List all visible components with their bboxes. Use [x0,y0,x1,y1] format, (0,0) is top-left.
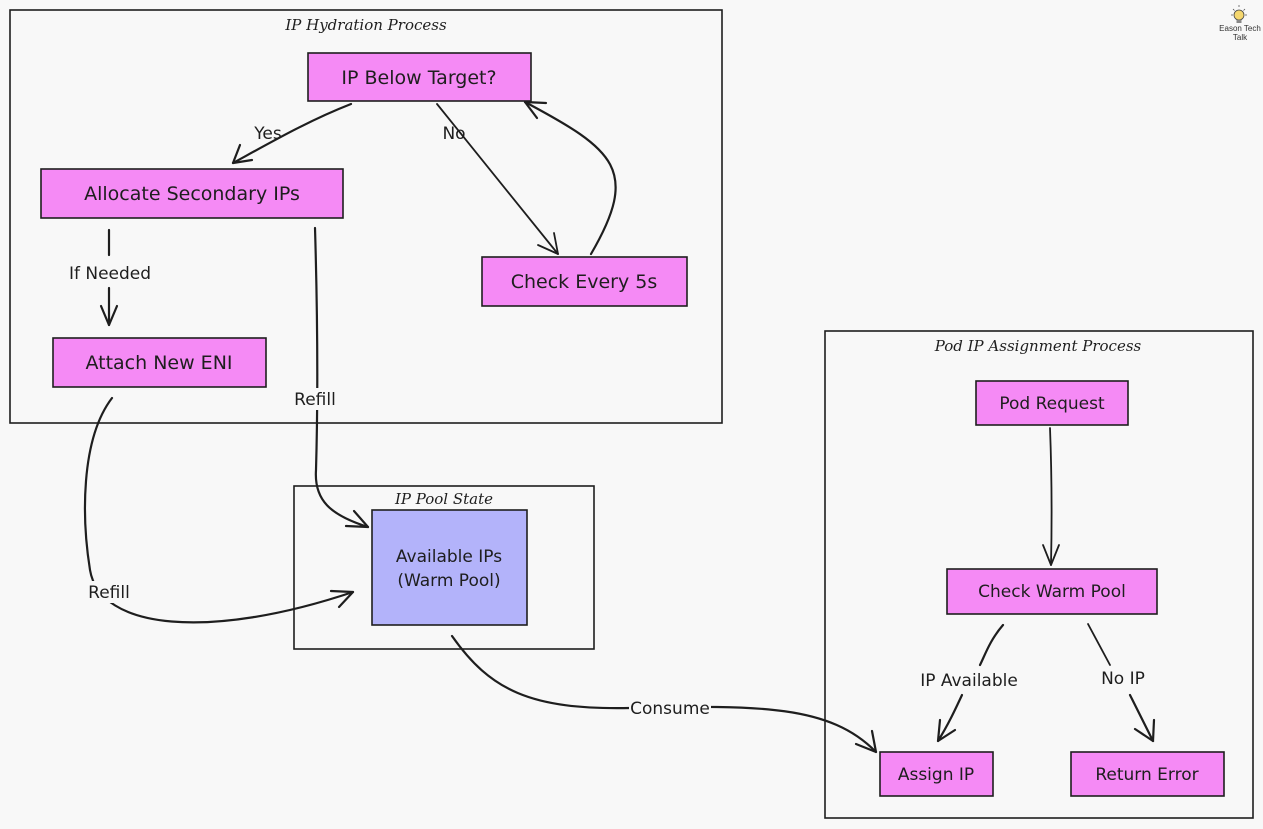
node-return-error[interactable]: Return Error [1070,751,1225,797]
node-check-every[interactable]: Check Every 5s [481,256,688,307]
node-label-warm-pool: (Warm Pool) [397,571,500,591]
logo-text-line2: Talk [1233,33,1248,42]
edge-label-no: No [442,124,465,144]
edge-labels: Yes No If Needed Refill Refill Consume I… [69,124,1145,719]
edge-if-needed [99,228,119,327]
frame-pool: IP Pool State [293,485,595,650]
frame-title-pool: IP Pool State [394,490,493,508]
node-label-return-error: Return Error [1095,765,1198,785]
node-label-check-warm-pool: Check Warm Pool [978,582,1126,602]
frame-hydration: IP Hydration Process [9,9,723,424]
node-pod-request[interactable]: Pod Request [975,380,1129,426]
frame-title-hydration: IP Hydration Process [284,16,447,34]
edge-label-no-ip: No IP [1101,669,1145,689]
node-label-allocate-secondary: Allocate Secondary IPs [84,183,300,205]
edge-yes [231,102,353,165]
frame-title-assignment: Pod IP Assignment Process [934,337,1142,355]
node-ip-below-target[interactable]: IP Below Target? [307,52,532,102]
node-check-warm-pool[interactable]: Check Warm Pool [946,568,1158,615]
edge-label-consume: Consume [630,699,710,719]
lightbulb-icon [1231,5,1247,23]
node-assign-ip[interactable]: Assign IP [879,751,994,797]
edge-pod-request [1042,427,1060,566]
edge-no [436,103,559,255]
frame-assignment: Pod IP Assignment Process [824,330,1254,819]
node-label-available-ips: Available IPs [396,547,502,567]
edge-label-refill-secondary: Refill [294,390,336,410]
edge-label-yes: Yes [253,124,282,144]
edge-loop [523,100,617,256]
node-label-assign-ip: Assign IP [898,765,974,785]
node-label-ip-below-target: IP Below Target? [341,67,496,89]
node-label-check-every: Check Every 5s [511,271,658,293]
edge-no-ip [1087,623,1156,743]
brand-logo: Eason Tech Talk [1219,5,1261,42]
node-label-pod-request: Pod Request [999,394,1105,414]
edge-label-ip-available: IP Available [920,671,1018,691]
edges [83,100,1156,754]
node-attach-eni[interactable]: Attach New ENI [52,337,267,388]
node-available-ips[interactable]: Available IPs (Warm Pool) [371,509,528,626]
logo-text-line1: Eason Tech [1219,24,1261,33]
edge-label-if-needed: If Needed [69,264,151,284]
edge-consume [450,634,878,754]
edge-refill-eni [83,396,355,624]
edge-refill-secondary [313,226,370,529]
node-allocate-secondary[interactable]: Allocate Secondary IPs [40,168,344,219]
edge-label-refill-eni: Refill [88,583,130,603]
edge-ip-available [936,623,1005,743]
node-label-attach-eni: Attach New ENI [85,352,232,374]
